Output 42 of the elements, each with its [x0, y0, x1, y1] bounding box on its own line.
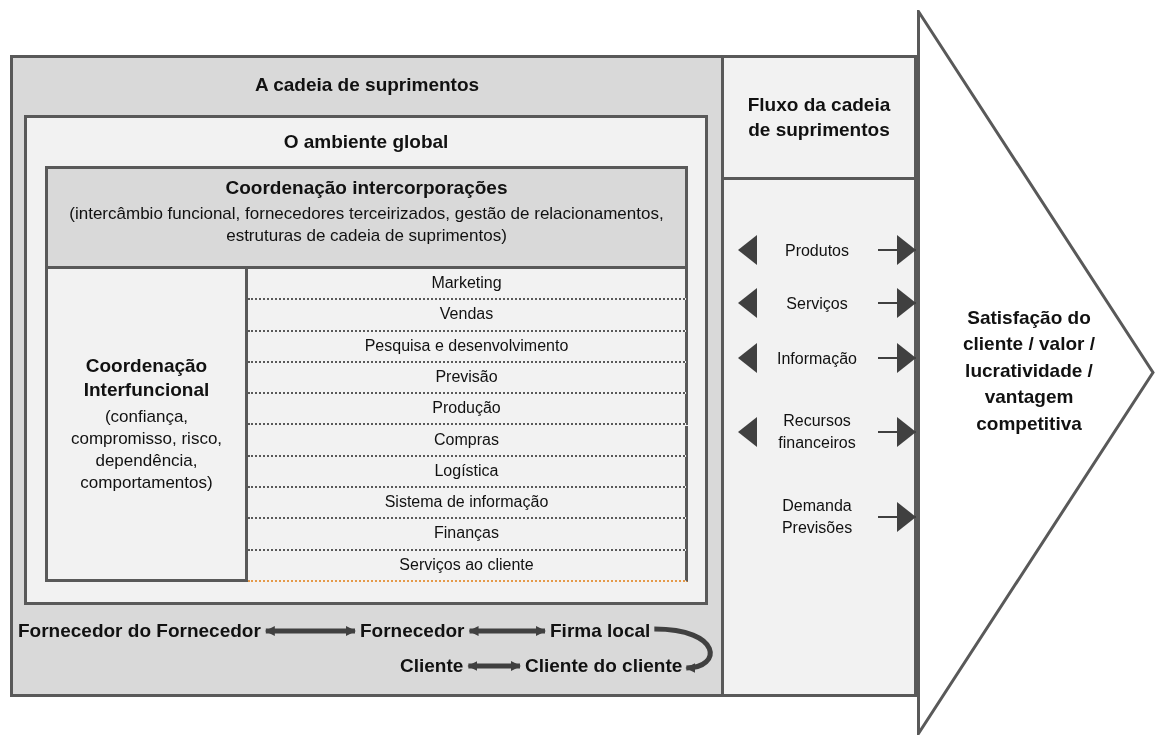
function-row: Marketing	[248, 269, 688, 301]
arrow	[654, 626, 713, 673]
arrow	[877, 235, 917, 265]
side-title: Coordenação Interfuncional	[82, 354, 211, 402]
flow-label: Demanda Previsões	[757, 495, 877, 539]
band-title: Coordenação intercorporações	[224, 177, 509, 199]
arrow	[468, 626, 546, 636]
chain-label: Cliente do cliente	[525, 655, 683, 677]
chain-label: Fornecedor do Fornecedor	[18, 620, 261, 642]
chain-label: Firma local	[550, 620, 651, 642]
panel-title: O ambiente global	[282, 131, 450, 153]
chevron-text: Satisfação do cliente / valor / lucratividade / vantagem competitiva	[962, 305, 1096, 436]
arrow	[877, 288, 917, 318]
flow-column	[724, 55, 917, 697]
side-text: (confiança, compromisso, risco, dependência, comportamentos)	[69, 405, 224, 494]
panel	[10, 55, 724, 697]
function-row: Finanças	[248, 519, 688, 551]
arrow	[264, 626, 356, 636]
chain-label: Fornecedor	[360, 620, 465, 642]
function-row: Logística	[248, 456, 688, 489]
column-header: Fluxo da cadeia de suprimentos	[724, 58, 914, 180]
side-box	[45, 269, 248, 582]
flow-label: Produtos	[757, 240, 877, 262]
function-row: Vendas	[248, 300, 688, 332]
band	[45, 166, 688, 269]
function-row: Sistema de informação	[248, 488, 688, 520]
arrow	[467, 661, 521, 671]
flow-label: Recursos financeiros	[757, 410, 877, 454]
flow-label: Informação	[757, 348, 877, 370]
function-row: Previsão	[248, 362, 688, 395]
function-row: Pesquisa e desenvolvimento	[248, 331, 688, 363]
band-text: (intercâmbio funcional, fornecedores terceirizados, gestão de relacionamentos, estruturas de cadeia de suprimentos)	[68, 203, 665, 248]
arrow	[877, 417, 917, 447]
function-row: Compras	[248, 425, 688, 457]
chain-label: Cliente	[400, 655, 464, 677]
arrow	[877, 343, 917, 373]
function-row: Serviços ao cliente	[248, 550, 688, 582]
arrow	[877, 502, 917, 532]
inner-panel	[24, 115, 708, 605]
flow-label: Serviços	[757, 293, 877, 315]
function-row: Produção	[248, 394, 688, 426]
panel-title: A cadeia de suprimentos	[253, 74, 481, 96]
